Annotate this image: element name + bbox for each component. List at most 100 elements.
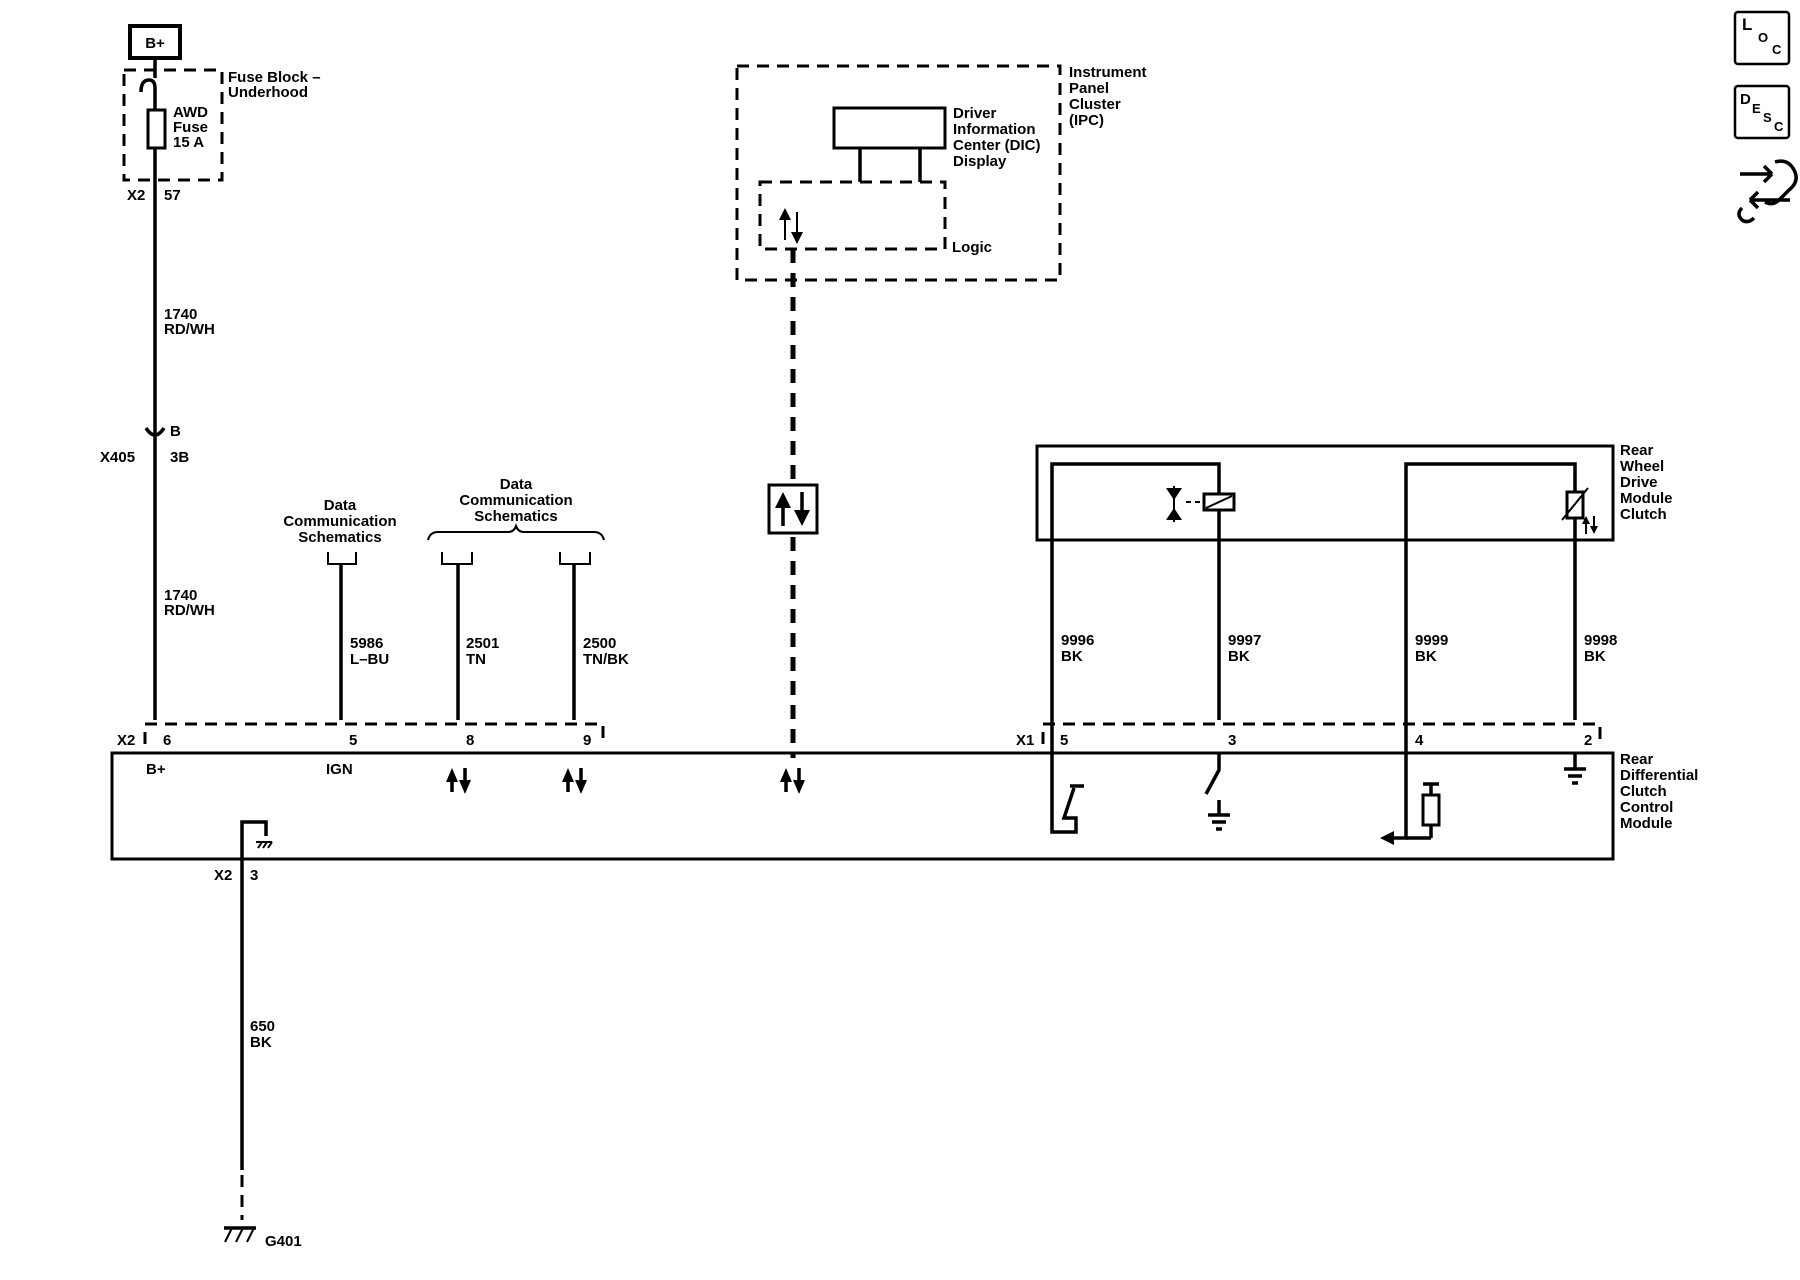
clutch-circuit-a [1050,462,1221,753]
ipc-name-2: Panel [1069,80,1109,97]
data-comm-single-label-3: Schematics [298,529,381,546]
fuse-block-name-2: Underhood [228,84,308,101]
module-switch-pin5 [1050,753,1078,834]
module-name: Rear [1620,751,1654,768]
module-resistor [1421,793,1441,827]
x2-pin-6: 6 [163,732,171,749]
data-comm-single-label: Data [324,497,357,514]
fuse-tab [139,78,157,110]
clutch-name-2: Wheel [1620,458,1664,475]
desc-icon-letter-3: S [1763,110,1772,125]
x1-pin-4: 4 [1415,732,1424,749]
repair-wrench-icon[interactable] [1737,159,1798,224]
ipc-data-arrows-icon [779,208,803,244]
module-ground-icon-pin2 [1564,753,1586,785]
x1-pin-2: 2 [1584,732,1592,749]
x1-pin-5: 5 [1060,732,1068,749]
loc-icon-letter: L [1742,15,1752,34]
dic-label-2: Information [953,121,1036,138]
x405-pin-bottom: 3B [170,449,189,466]
x2-pin-5: 5 [349,732,357,749]
wire-2501-color: TN [466,651,486,668]
wire-2500-color: TN/BK [583,651,629,668]
wire-9997-circuit: 9997 [1228,632,1261,649]
data-comm-pair-label-2: Communication [459,492,572,509]
x1-pin-3: 3 [1228,732,1236,749]
clutch-name-5: Clutch [1620,506,1667,523]
fuse-block-outline [122,68,224,182]
x2-pin-8: 8 [466,732,474,749]
module-name-3: Clutch [1620,783,1667,800]
data-comm-pair-brace [427,522,605,541]
clutch-outline [1035,444,1615,542]
x1-conn-label: X1 [1016,732,1034,749]
wire-5986-circuit: 5986 [350,635,383,652]
module-name-5: Module [1620,815,1673,832]
desc-icon-letter-2: E [1752,101,1761,116]
g401-ground-icon [224,1226,256,1243]
data-comm-pair-label-3: Schematics [474,508,557,525]
desc-icon[interactable]: D E S C [1733,84,1791,140]
wire-5986-color: L–BU [350,651,389,668]
clutch-diode-icon [1166,486,1200,522]
ipc-name-4: (IPC) [1069,112,1104,129]
desc-icon-letter: D [1740,91,1751,108]
module-name-2: Differential [1620,767,1698,784]
fuse-block-name: Fuse Block – [228,69,321,86]
module-data-arrows-9-icon [562,768,587,794]
loc-icon[interactable]: L O C [1733,10,1791,66]
wire-9996-color: BK [1061,648,1083,665]
ipc-name-3: Cluster [1069,96,1121,113]
module-data-arrows-8-icon [446,768,471,794]
module-b-plus-pin: B+ [146,761,166,778]
wire-2501-circuit: 2501 [466,635,499,652]
serial-data-arrows-icon [775,492,810,526]
x405-pin-top: B [170,423,181,440]
loc-icon-letter-2: O [1758,30,1768,45]
module-serial-arrows-icon [780,768,805,794]
chassis-ground-icon [256,841,273,849]
clutch-name-3: Drive [1620,474,1658,491]
data-comm-bracket-2501 [441,552,473,565]
wire-1740-upper-color: RD/WH [164,321,215,338]
wire-9997-color: BK [1228,648,1250,665]
fuse-pin-label: 57 [164,187,181,204]
fuse-name-2: Fuse [173,119,208,136]
serial-data-box [767,483,819,535]
ipc-logic-label: Logic [952,239,992,256]
b-plus-label: B+ [145,35,165,52]
dic-label-3: Center (DIC) [953,137,1041,154]
dic-label: Driver [953,105,997,122]
dic-label-4: Display [953,153,1007,170]
g401-label: G401 [265,1233,302,1250]
x2-conn-label: X2 [117,732,135,749]
data-comm-single-bracket [327,552,357,565]
module-ground-icon-pin3 [1208,800,1230,831]
wire-9996-circuit: 9996 [1061,632,1094,649]
desc-icon-letter-4: C [1774,119,1784,134]
clutch-name-4: Module [1620,490,1673,507]
wire-650-color: BK [250,1034,272,1051]
awd-fuse [146,108,167,150]
wire-9998-color: BK [1584,648,1606,665]
wire-650-circuit: 650 [250,1018,275,1035]
wire-9999-circuit: 9999 [1415,632,1448,649]
clutch-sensor-arrows-icon [1582,516,1598,534]
wire-1740-lower-color: RD/WH [164,602,215,619]
x2-connector-outline [143,722,605,744]
module-low-side-switch [1204,753,1221,795]
ipc-logic-outline [758,180,947,251]
fuse-conn-label: X2 [127,187,145,204]
clutch-circuit-b [1404,462,1577,753]
data-comm-pair-label: Data [500,476,533,493]
dic-display [832,106,947,150]
fuse-name: AWD [173,104,208,121]
ground-conn-label: X2 [214,867,232,884]
ipc-name: Instrument [1069,64,1147,81]
module-chassis-ground [240,820,268,859]
ipc-outline [735,64,1062,282]
wire-1740-upper-circuit: 1740 [164,306,197,323]
wire-2500-circuit: 2500 [583,635,616,652]
wire-9999-color: BK [1415,648,1437,665]
